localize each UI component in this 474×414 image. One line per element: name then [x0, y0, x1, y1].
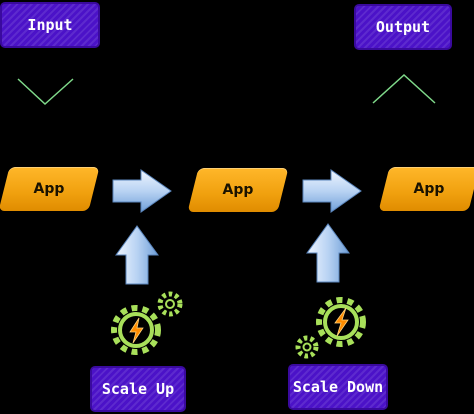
output-label: Output [356, 6, 450, 48]
gears-lightning-icon [111, 291, 183, 355]
gears-lightning-icon [295, 297, 366, 359]
app-node-3: App [384, 167, 474, 211]
app-node-2: App [193, 168, 283, 212]
scale-down-label: Scale Down [290, 366, 386, 408]
up-arrow-icon [115, 225, 159, 285]
chevron-down-icon [17, 78, 74, 106]
app-node-1: App [4, 167, 94, 211]
input-label: Input [2, 4, 98, 46]
right-arrow-icon [302, 169, 362, 213]
scale-up-label: Scale Up [92, 368, 184, 410]
right-arrow-icon [112, 169, 172, 213]
up-arrow-icon [306, 223, 350, 283]
app-node-2-label: App [222, 182, 254, 198]
app-node-3-label: App [413, 181, 445, 197]
app-node-1-label: App [33, 181, 65, 197]
chevron-up-icon [372, 73, 436, 104]
